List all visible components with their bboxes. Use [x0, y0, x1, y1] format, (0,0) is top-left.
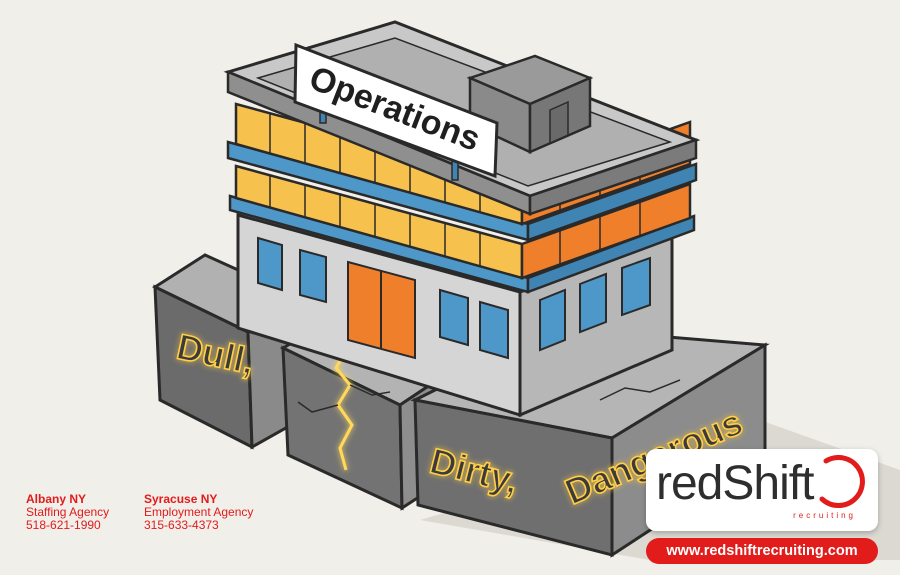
location-albany: Albany NY Staffing Agency 518-621-1990	[26, 493, 109, 532]
location-service: Staffing Agency	[26, 505, 110, 519]
location-syracuse: Syracuse NY Employment Agency 315-633-43…	[144, 493, 253, 532]
location-phone: 518-621-1990	[26, 518, 101, 532]
website-url[interactable]: www.redshiftrecruiting.com	[646, 538, 878, 564]
swoosh-icon	[819, 455, 865, 508]
logo-tagline: recruiting	[793, 511, 856, 520]
location-service: Employment Agency	[144, 505, 254, 519]
location-phone: 315-633-4373	[144, 518, 219, 532]
logo-wordmark: redShift	[656, 457, 814, 510]
building: Operations	[223, 20, 701, 418]
redshift-logo: redShift recruiting	[646, 449, 878, 531]
location-city: Syracuse NY	[144, 492, 218, 506]
location-city: Albany NY	[26, 492, 87, 506]
